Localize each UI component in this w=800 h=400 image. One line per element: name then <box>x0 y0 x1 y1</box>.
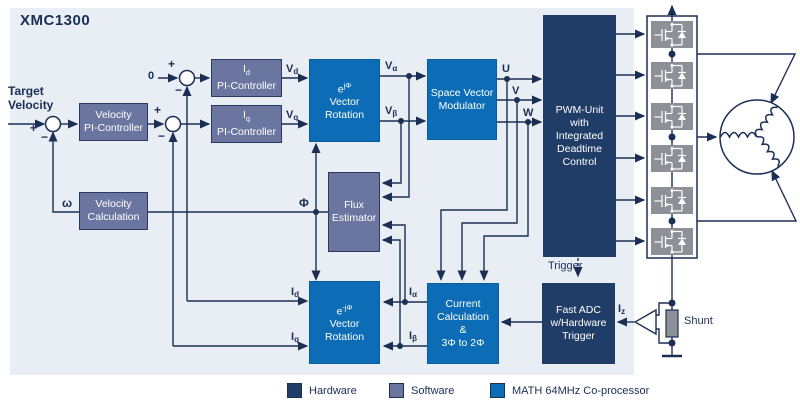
signal-wires <box>8 4 798 358</box>
label-phi: Φ <box>299 196 309 210</box>
label-target-velocity: Target Velocity <box>8 84 54 112</box>
wire-junction-dot <box>313 50 676 349</box>
sign-minus: − <box>41 130 49 144</box>
label-omega: ω <box>62 196 73 210</box>
sign-minus: − <box>175 83 183 97</box>
legend-swatch-hardware <box>287 383 302 398</box>
label-ibeta: Iβ <box>409 330 417 343</box>
label-vd: Vd <box>286 63 299 76</box>
block-id-pi-controller: Id PI-Controller <box>211 59 282 97</box>
block-velocity-pi-controller: Velocity PI-Controller <box>79 103 148 141</box>
shunt-resistor-icon <box>665 309 679 338</box>
label-ialpha: Iα <box>409 286 417 299</box>
label-phase-v: V <box>512 85 520 97</box>
label-iq: Iq <box>291 331 299 344</box>
label-trigger: Trigger <box>548 260 583 272</box>
sign-minus: − <box>158 129 166 143</box>
label-vbeta: Vβ <box>385 105 398 118</box>
block-space-vector-modulator: Space Vector Modulator <box>427 59 497 140</box>
block-iq-pi-controller: Iq PI-Controller <box>211 105 282 143</box>
legend-swatch-software <box>389 383 404 398</box>
sign-plus: + <box>154 103 162 117</box>
legend-item-hardware: Hardware <box>287 383 357 398</box>
block-flux-estimator: Flux Estimator <box>328 172 380 252</box>
block-velocity-calculation: Velocity Calculation <box>79 192 148 230</box>
summing-junction <box>44 69 196 133</box>
page-title: XMC1300 <box>20 12 91 29</box>
label-id: Id <box>291 286 299 299</box>
legend-item-software: Software <box>389 383 454 398</box>
block-vector-rotation-forward: ejΦ Vector Rotation <box>309 59 380 142</box>
motor-icon <box>719 99 795 175</box>
label-vq: Vq <box>286 109 299 122</box>
sign-plus: + <box>168 57 176 71</box>
label-iz: Iz <box>618 303 626 316</box>
block-vector-rotation-reverse: e-jΦ Vector Rotation <box>309 281 380 364</box>
label-zero-setpoint: 0 <box>148 70 155 82</box>
label-valpha: Vα <box>385 60 398 73</box>
legend-label-math: MATH 64MHz Co-processor <box>512 384 650 397</box>
legend-item-math-coprocessor: MATH 64MHz Co-processor <box>490 383 649 398</box>
legend-label-hardware: Hardware <box>309 384 357 397</box>
legend-label-software: Software <box>411 384 455 397</box>
opamp-icon <box>633 308 657 336</box>
label-phase-u: U <box>502 63 510 75</box>
label-phase-w: W <box>523 107 534 119</box>
legend-swatch-math <box>490 383 505 398</box>
label-shunt: Shunt <box>684 315 713 327</box>
sign-plus: + <box>30 121 38 135</box>
